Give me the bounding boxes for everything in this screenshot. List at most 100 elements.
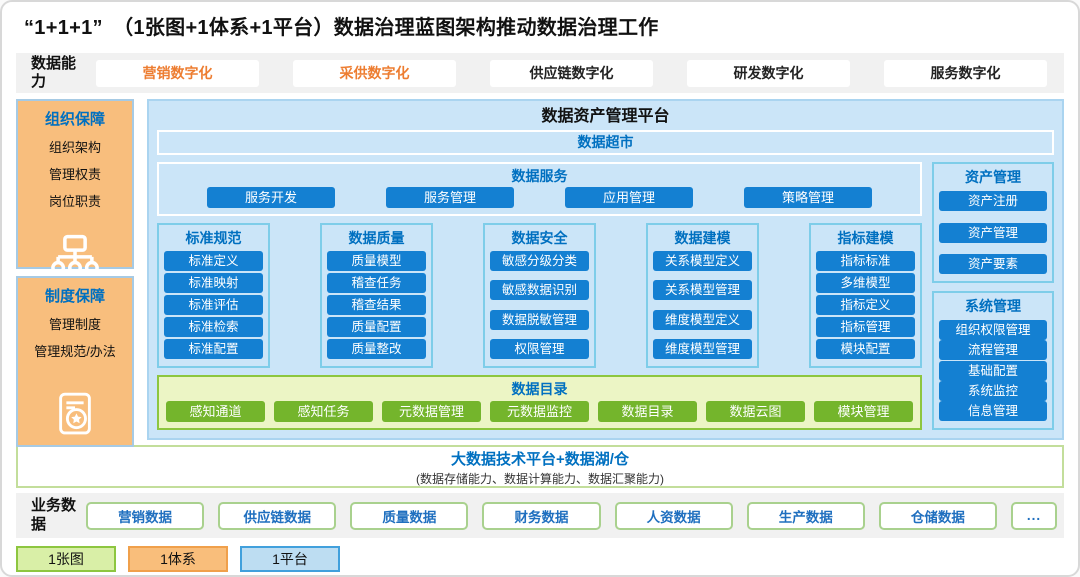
module-button[interactable]: 质量配置 [327,317,426,337]
catalog-button[interactable]: 元数据监控 [490,401,589,422]
legend: 1张图 1体系 1平台 [16,546,1064,572]
column-standards: 标准规范 标准定义 标准映射 标准评估 标准检索 标准配置 [157,223,270,368]
catalog-button[interactable]: 感知通道 [166,401,265,422]
platform-right: 资产管理 资产注册 资产管理 资产要素 系统管理 组织权限管理 流程管理 基础配… [932,162,1054,430]
module-button[interactable]: 标准配置 [164,339,263,359]
module-button[interactable]: 指标标准 [816,251,915,271]
catalog-button[interactable]: 数据云图 [706,401,805,422]
module-button[interactable]: 信息管理 [939,401,1047,421]
module-button[interactable]: 稽查结果 [327,295,426,315]
biz-production-button[interactable]: 生产数据 [746,501,865,530]
capability-band: 数据能力 营销数字化 采供数字化 供应链数字化 研发数字化 服务数字化 [16,53,1064,93]
diagram-body: 组织保障 组织架构 管理权责 岗位职责 制度保障 管理制度 管理规 [16,99,1064,447]
module-button[interactable]: 稽查任务 [327,273,426,293]
data-service-box: 数据服务 服务开发 服务管理 应用管理 策略管理 [157,162,922,216]
asset-mgmt-box: 资产管理 资产注册 资产管理 资产要素 [932,162,1054,283]
module-button[interactable]: 组织权限管理 [939,320,1047,340]
column-modeling: 数据建模 关系模型定义 关系模型管理 维度模型定义 维度模型管理 [646,223,759,368]
column-title: 数据建模 [674,230,731,246]
module-columns: 标准规范 标准定义 标准映射 标准评估 标准检索 标准配置 数据质量 [157,223,922,368]
bigdata-title: 大数据技术平台+数据湖/仓 [451,451,629,468]
module-button[interactable]: 资产要素 [939,254,1047,274]
business-data-band: 业务数据 营销数据 供应链数据 质量数据 财务数据 人资数据 生产数据 仓储数据… [16,493,1064,538]
data-catalog-title: 数据目录 [511,381,568,397]
org-guarantee-title: 组织保障 [44,111,105,128]
capability-label: 数据能力 [31,54,77,90]
bigdata-platform-band: 大数据技术平台+数据湖/仓 (数据存储能力、数据计算能力、数据汇聚能力) [16,445,1064,488]
data-asset-platform-panel: 数据资产管理平台 数据超市 数据服务 服务开发 服务管理 应用管理 策略管理 [147,99,1064,440]
platform-left: 数据服务 服务开发 服务管理 应用管理 策略管理 标准规范 标准定义 [157,162,922,430]
biz-quality-button[interactable]: 质量数据 [350,501,469,530]
module-button[interactable]: 敏感数据识别 [490,280,589,301]
module-button[interactable]: 多维模型 [816,273,915,293]
column-title: 指标建模 [837,230,894,246]
capability-service[interactable]: 服务数字化 [884,59,1047,87]
app-mgmt-button[interactable]: 应用管理 [565,187,693,208]
policy-guarantee-item: 管理制度 [48,317,101,332]
service-dev-button[interactable]: 服务开发 [207,187,335,208]
org-guarantee-item: 管理权责 [48,167,101,182]
module-button[interactable]: 指标管理 [816,317,915,337]
biz-finance-button[interactable]: 财务数据 [482,501,601,530]
legend-one-platform: 1平台 [240,546,340,572]
module-button[interactable]: 质量模型 [327,251,426,271]
biz-hr-button[interactable]: 人资数据 [614,501,733,530]
capability-procurement[interactable]: 采供数字化 [293,59,456,87]
legend-one-system: 1体系 [128,546,228,572]
bigdata-subtitle: (数据存储能力、数据计算能力、数据汇聚能力) [416,472,664,486]
module-button[interactable]: 权限管理 [490,338,589,359]
business-data-label: 业务数据 [31,497,77,533]
system-mgmt-title: 系统管理 [965,298,1021,314]
catalog-button[interactable]: 元数据管理 [382,401,481,422]
module-button[interactable]: 维度模型定义 [653,309,752,330]
module-button[interactable]: 关系模型定义 [653,251,752,271]
module-button[interactable]: 标准检索 [164,317,263,337]
biz-more-button[interactable]: ... [1010,501,1057,530]
data-catalog-row: 感知通道 感知任务 元数据管理 元数据监控 数据目录 数据云图 模块管理 [166,401,913,422]
column-indicators: 指标建模 指标标准 多维模型 指标定义 指标管理 模块配置 [809,223,922,368]
catalog-button[interactable]: 模块管理 [814,401,913,422]
module-button[interactable]: 维度模型管理 [653,338,752,359]
module-button[interactable]: 模块配置 [816,339,915,359]
module-button[interactable]: 流程管理 [939,340,1047,361]
module-button[interactable]: 基础配置 [939,360,1047,381]
column-title: 数据质量 [348,230,405,246]
policy-guarantee-item: 管理规范/办法 [34,344,116,359]
platform-title: 数据资产管理平台 [541,108,670,125]
biz-marketing-button[interactable]: 营销数据 [86,501,205,530]
module-button[interactable]: 系统监控 [939,380,1047,401]
service-mgmt-button[interactable]: 服务管理 [386,187,514,208]
asset-mgmt-title: 资产管理 [965,169,1021,185]
column-security: 数据安全 敏感分级分类 敏感数据识别 数据脱敏管理 权限管理 [483,223,596,368]
catalog-button[interactable]: 数据目录 [598,401,697,422]
column-title: 标准规范 [185,230,242,246]
catalog-button[interactable]: 感知任务 [274,401,373,422]
biz-warehouse-button[interactable]: 仓储数据 [878,501,997,530]
org-guarantee-box: 组织保障 组织架构 管理权责 岗位职责 [16,99,134,275]
module-button[interactable]: 敏感分级分类 [490,251,589,271]
module-button[interactable]: 质量整改 [327,339,426,359]
module-button[interactable]: 资产注册 [939,191,1047,211]
module-button[interactable]: 关系模型管理 [653,280,752,301]
biz-supply-chain-button[interactable]: 供应链数据 [218,501,337,530]
data-catalog-box: 数据目录 感知通道 感知任务 元数据管理 元数据监控 数据目录 数据云图 模块管… [157,375,922,430]
module-button[interactable]: 指标定义 [816,295,915,315]
capability-marketing[interactable]: 营销数字化 [96,59,259,87]
strategy-mgmt-button[interactable]: 策略管理 [744,187,872,208]
org-guarantee-item: 岗位职责 [48,194,101,209]
data-service-title: 数据服务 [511,168,568,184]
module-button[interactable]: 标准定义 [164,251,263,271]
data-service-row: 服务开发 服务管理 应用管理 策略管理 [159,187,920,208]
guarantee-sidebar: 组织保障 组织架构 管理权责 岗位职责 制度保障 管理制度 管理规 [16,99,134,447]
column-quality: 数据质量 质量模型 稽查任务 稽查结果 质量配置 质量整改 [320,223,433,368]
capability-rnd[interactable]: 研发数字化 [687,59,850,87]
org-guarantee-item: 组织架构 [48,140,101,155]
module-button[interactable]: 资产管理 [939,222,1047,243]
module-button[interactable]: 标准评估 [164,295,263,315]
data-mart-band[interactable]: 数据超市 [157,130,1054,155]
legend-one-map: 1张图 [16,546,116,572]
module-button[interactable]: 数据脱敏管理 [490,309,589,330]
module-button[interactable]: 标准映射 [164,273,263,293]
capability-supply-chain[interactable]: 供应链数字化 [490,59,653,87]
